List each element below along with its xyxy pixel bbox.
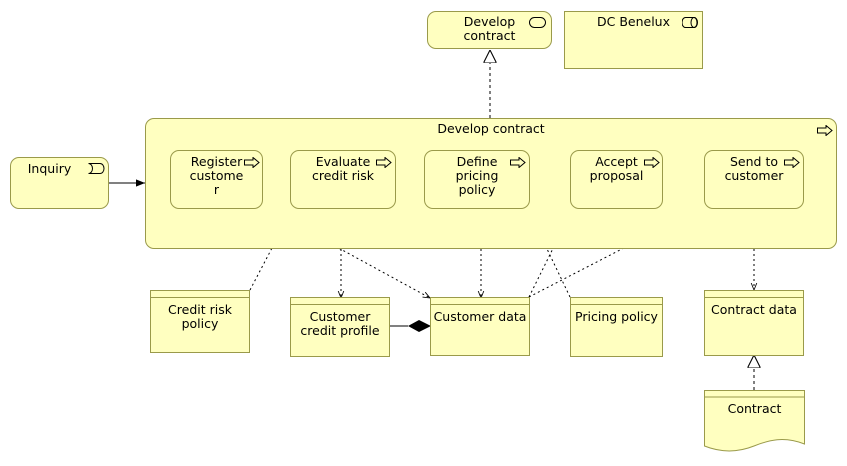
representation-label: Contract [727,401,782,416]
process-arrow-icon [510,157,526,168]
process-step-send-to-customer[interactable]: Send to customer [704,150,804,209]
step-label: Register custome r [189,154,244,197]
business-object-credit-risk-policy[interactable]: Credit risk policy [150,290,250,353]
process-arrow-icon [817,125,833,136]
step-label: Define pricing policy [455,154,499,197]
business-event-inquiry[interactable]: Inquiry [10,157,109,209]
process-step-evaluate-credit-risk[interactable]: Evaluate credit risk [290,150,396,209]
object-header-divider [571,304,662,305]
business-object-contract-data[interactable]: Contract data [704,290,804,356]
object-label: Contract data [711,302,797,317]
business-role-dc-benelux[interactable]: DC Benelux [564,11,703,69]
process-arrow-icon [244,157,260,168]
role-cylinder-icon [682,17,698,28]
step-label: Evaluate credit risk [311,154,375,183]
object-header-divider [291,304,389,305]
process-step-define-pricing-policy[interactable]: Define pricing policy [424,150,530,209]
event-label: Inquiry [27,161,72,176]
object-header-divider [151,297,249,298]
business-object-customer-credit-profile[interactable]: Customer credit profile [290,297,390,357]
composition-diamond [408,320,431,332]
step-label: Accept proposal [589,154,644,183]
object-label: Customer data [433,309,527,324]
representation-contract[interactable] [704,390,805,454]
process-arrow-icon [376,157,392,168]
process-label: Develop contract [437,121,545,136]
object-header-divider [431,304,529,305]
access-customerdata-step4 [528,206,574,298]
step-label: Send to customer [724,154,784,183]
access-pricingpolicy-step3 [526,205,571,298]
access-customerdata-step5 [528,204,709,298]
service-label: Develop contract [463,14,516,43]
process-arrow-icon [644,157,660,168]
business-object-pricing-policy[interactable]: Pricing policy [570,297,663,357]
business-object-customer-data[interactable]: Customer data [430,297,530,356]
process-step-accept-proposal[interactable]: Accept proposal [570,150,663,209]
service-pill-icon [529,17,546,28]
object-header-divider [705,297,803,298]
event-icon [88,163,105,174]
access-step1-customerdata [259,204,430,298]
object-label: Pricing policy [575,309,658,324]
process-step-register-customer[interactable]: Register custome r [170,150,263,209]
object-label: Credit risk policy [168,302,232,331]
access-creditpolicy-step2 [249,206,294,291]
business-service-develop-contract[interactable]: Develop contract [427,11,552,49]
process-arrow-icon [784,157,800,168]
object-label: Customer credit profile [300,309,380,338]
role-label: DC Benelux [597,14,670,29]
